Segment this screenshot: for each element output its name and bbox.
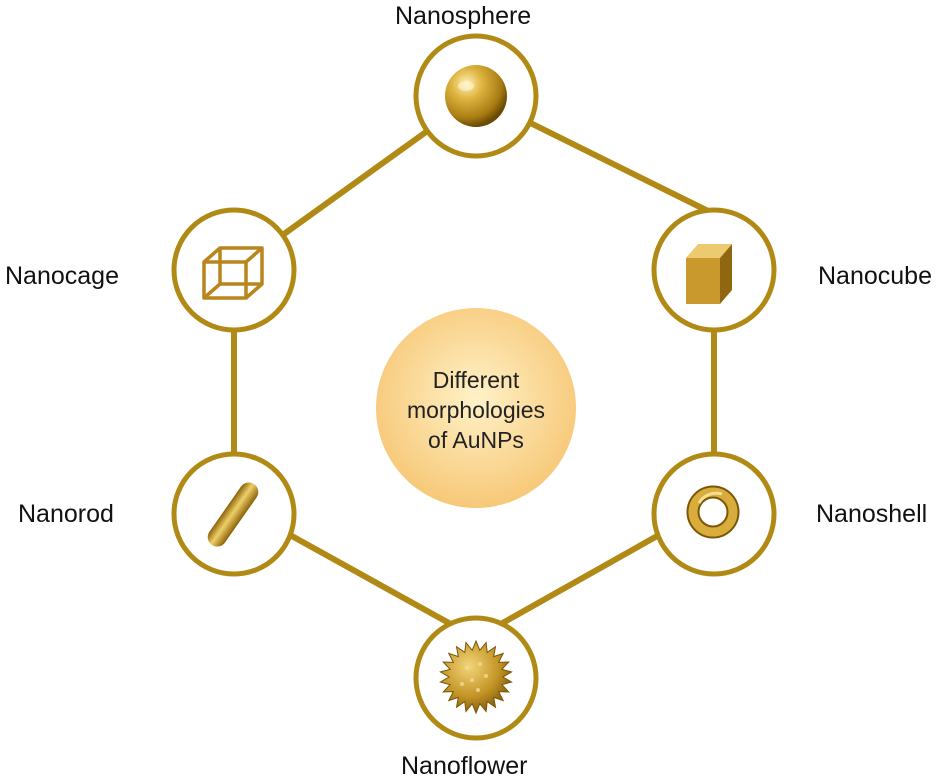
cube-icon [686,244,732,304]
center-title-line-2: morphologies [406,397,546,423]
label-nanocage: Nanocage [5,262,119,290]
sphere-icon [445,65,507,127]
node-left-upper [171,207,297,333]
center-title-line-1: Different [432,367,520,393]
label-nanocube: Nanocube [818,262,932,290]
spiky-flower-icon [439,639,513,715]
node-bottom [413,615,539,741]
label-nanorod: Nanorod [18,500,114,528]
center-title-line-3: of AuNPs [428,427,524,453]
node-left-lower [171,451,297,577]
label-nanoflower: Nanoflower [401,752,528,780]
center-circle [376,308,576,508]
node-right-upper [651,207,777,333]
wire-cube-icon [202,246,264,300]
label-nanoshell: Nanoshell [816,500,928,528]
torus-icon [686,485,740,539]
rod-icon [207,482,259,547]
node-top [413,33,539,159]
node-right-lower [651,451,777,577]
center-title: Different morphologies of AuNPs [376,340,576,480]
label-nanosphere: Nanosphere [395,2,532,30]
